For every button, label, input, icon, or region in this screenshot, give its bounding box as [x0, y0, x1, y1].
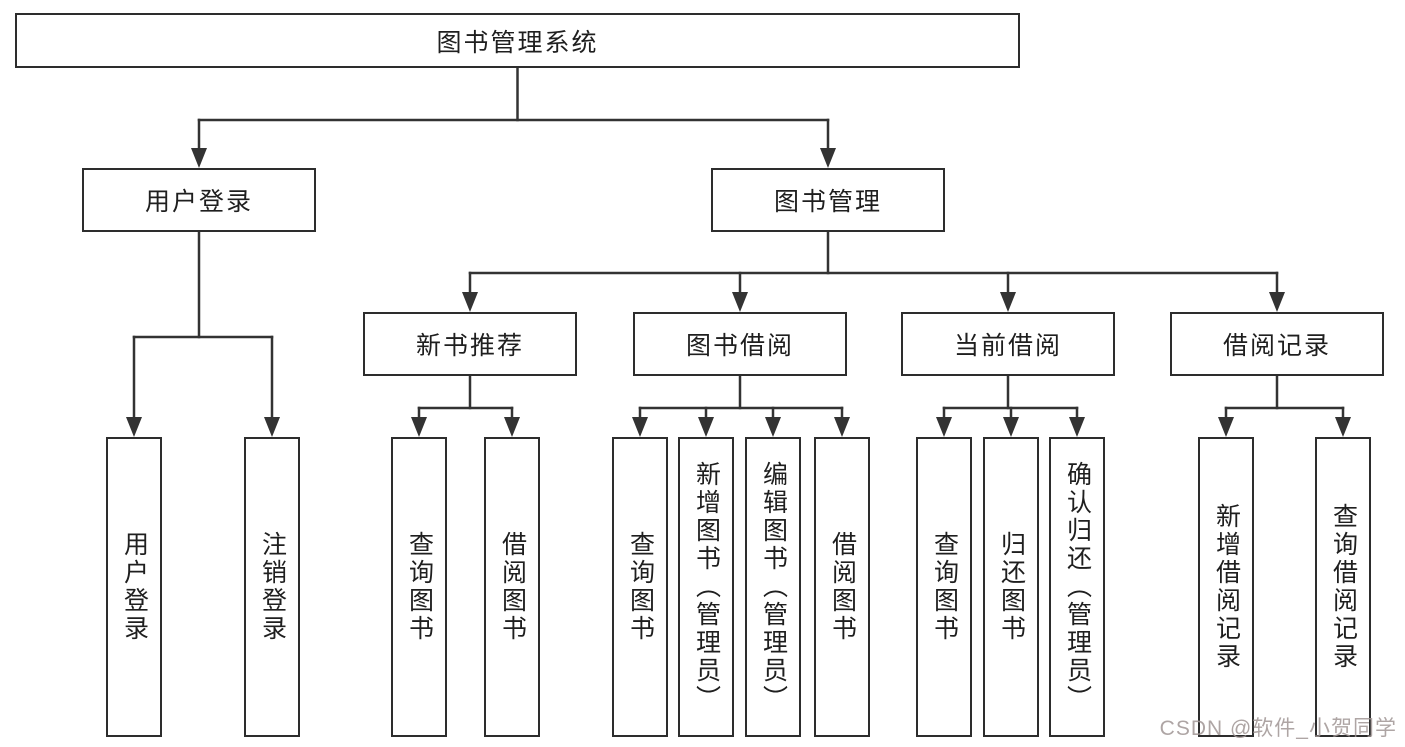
- node-book-management-label: 图书管理: [773, 188, 882, 216]
- csdn-watermark: CSDN @软件_小贺同学: [1159, 717, 1397, 740]
- leaf-bb-add-books-admin: 新增图书（管理员）: [678, 437, 734, 737]
- leaf-bb-query-books-label: 查询图书: [626, 531, 655, 643]
- leaf-bb-borrow-books-label: 借阅图书: [828, 531, 857, 643]
- leaf-user-login: 用户登录: [106, 437, 162, 737]
- leaf-bb-add-books-admin-label: 新增图书（管理员）: [692, 461, 721, 713]
- leaf-br-query-record-label: 查询借阅记录: [1329, 503, 1358, 671]
- node-borrowing-records: 借阅记录: [1170, 312, 1384, 376]
- node-user-login-label: 用户登录: [144, 188, 253, 216]
- node-current-borrowing-label: 当前借阅: [953, 332, 1062, 360]
- node-new-book-recommendation: 新书推荐: [363, 312, 577, 376]
- leaf-cb-confirm-return-admin-label: 确认归还（管理员）: [1063, 461, 1092, 713]
- leaf-cb-return-books-label: 归还图书: [997, 531, 1026, 643]
- leaf-bb-edit-books-admin: 编辑图书（管理员）: [745, 437, 801, 737]
- node-book-borrowing: 图书借阅: [633, 312, 847, 376]
- leaf-logout-label: 注销登录: [258, 531, 287, 643]
- leaf-cb-query-books: 查询图书: [916, 437, 972, 737]
- leaf-nb-borrow-books-label: 借阅图书: [498, 531, 527, 643]
- node-new-book-recommendation-label: 新书推荐: [415, 332, 524, 360]
- leaf-nb-query-books-label: 查询图书: [405, 531, 434, 643]
- leaf-br-query-record: 查询借阅记录: [1315, 437, 1371, 737]
- node-user-login: 用户登录: [82, 168, 316, 232]
- node-root: 图书管理系统: [15, 13, 1020, 68]
- leaf-bb-borrow-books: 借阅图书: [814, 437, 870, 737]
- leaf-cb-return-books: 归还图书: [983, 437, 1039, 737]
- leaf-br-add-record-label: 新增借阅记录: [1212, 503, 1241, 671]
- node-borrowing-records-label: 借阅记录: [1222, 332, 1331, 360]
- node-current-borrowing: 当前借阅: [901, 312, 1115, 376]
- leaf-cb-confirm-return-admin: 确认归还（管理员）: [1049, 437, 1105, 737]
- leaf-user-login-label: 用户登录: [120, 531, 149, 643]
- leaf-bb-query-books: 查询图书: [612, 437, 668, 737]
- leaf-logout: 注销登录: [244, 437, 300, 737]
- node-book-management: 图书管理: [711, 168, 945, 232]
- leaf-cb-query-books-label: 查询图书: [930, 531, 959, 643]
- node-book-borrowing-label: 图书借阅: [685, 332, 794, 360]
- leaf-nb-borrow-books: 借阅图书: [484, 437, 540, 737]
- leaf-br-add-record: 新增借阅记录: [1198, 437, 1254, 737]
- leaf-bb-edit-books-admin-label: 编辑图书（管理员）: [759, 461, 788, 713]
- node-root-label: 图书管理系统: [436, 28, 599, 57]
- leaf-nb-query-books: 查询图书: [391, 437, 447, 737]
